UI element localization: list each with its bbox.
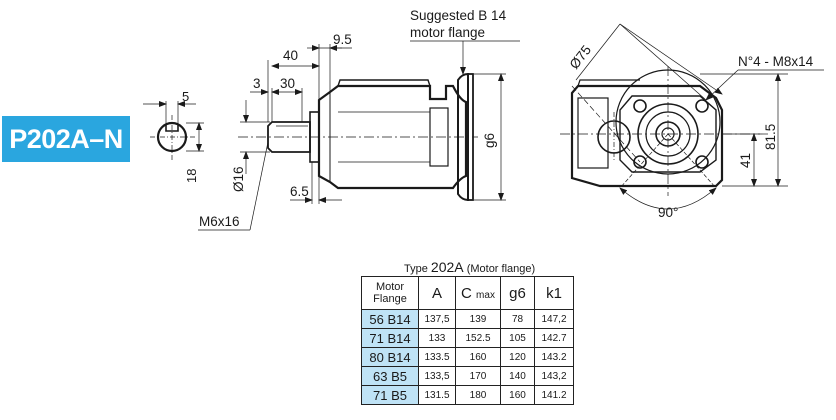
- cell-c: 152.5: [455, 328, 501, 348]
- dim-90-deg: 90°: [658, 205, 678, 220]
- cell-k1: 142.7: [534, 328, 574, 348]
- dim-6-5: 6.5: [290, 184, 309, 199]
- dim-g6: g6: [482, 133, 497, 148]
- side-view-dimensions: [198, 40, 520, 231]
- cell-g6: 78: [500, 309, 535, 329]
- cell-a: 131.5: [418, 385, 456, 405]
- cell-g6: 105: [500, 328, 535, 348]
- caption-suffix: (Motor flange): [466, 263, 536, 275]
- caption-type: 202A: [430, 259, 464, 275]
- dim-9-5: 9.5: [333, 32, 352, 47]
- label-holes: N°4 - M8x14: [738, 54, 814, 69]
- dim-dia-16: Ø16: [231, 166, 246, 192]
- technical-drawing: 5 18: [143, 8, 824, 231]
- table-row: 63 B5 133,5 170 140 143,2: [361, 366, 574, 386]
- cell-c: 170: [455, 366, 501, 386]
- cell-k1: 143,2: [534, 366, 574, 386]
- cell-a: 133: [418, 328, 456, 348]
- dim-5: 5: [182, 89, 189, 104]
- cell-k1: 141.2: [534, 385, 574, 405]
- cell-g6: 160: [500, 385, 535, 405]
- cell-g6: 140: [500, 366, 535, 386]
- dim-81-5: 81.5: [763, 124, 778, 150]
- table-caption: Type 202A (Motor flange): [404, 259, 535, 275]
- dim-30: 30: [280, 76, 295, 91]
- cell-k1: 147,2: [534, 309, 574, 329]
- cell-c: 160: [455, 347, 501, 367]
- header-g6: g6: [500, 276, 535, 310]
- table-row: 71 B5 131.5 180 160 141.2: [361, 385, 574, 405]
- header-k1: k1: [534, 276, 574, 310]
- dim-41: 41: [738, 153, 753, 168]
- front-view-dimensions: [571, 23, 824, 210]
- table-row: 80 B14 133.5 160 120 143.2: [361, 347, 574, 367]
- side-view: [238, 72, 478, 202]
- dim-40: 40: [283, 48, 298, 63]
- table-row: 71 B14 133 152.5 105 142.7: [361, 328, 574, 348]
- cell-a: 137,5: [418, 309, 456, 329]
- label-m6x16: M6x16: [199, 214, 240, 229]
- header-c-sub: max: [476, 289, 495, 301]
- cell-flange: 63 B5: [361, 366, 419, 386]
- cell-c: 180: [455, 385, 501, 405]
- front-view: [560, 66, 770, 196]
- shaft-end-view: [143, 101, 204, 160]
- cell-a: 133.5: [418, 347, 456, 367]
- cell-flange: 71 B5: [361, 385, 419, 405]
- cell-flange: 80 B14: [361, 347, 419, 367]
- cell-c: 139: [455, 309, 501, 329]
- table-row: 56 B14 137,5 139 78 147,2: [361, 309, 574, 329]
- cell-a: 133,5: [418, 366, 456, 386]
- cell-flange: 71 B14: [361, 328, 419, 348]
- header-c-label: C: [461, 284, 472, 302]
- cell-k1: 143.2: [534, 347, 574, 367]
- model-badge: P202A–N: [2, 116, 130, 162]
- label-suggested-line2: motor flange: [410, 25, 485, 40]
- dim-18: 18: [184, 169, 199, 183]
- header-a: A: [418, 276, 456, 310]
- dim-3: 3: [253, 76, 261, 91]
- dim-dia-75: Ø75: [567, 42, 595, 71]
- caption-prefix: Type: [404, 263, 428, 275]
- header-c: C max: [455, 276, 501, 310]
- header-flange-line2: Flange: [373, 293, 407, 305]
- cell-flange: 56 B14: [361, 309, 419, 329]
- label-suggested-line1: Suggested B 14: [410, 8, 507, 23]
- header-flange-line1: Motor: [375, 281, 405, 293]
- cell-g6: 120: [500, 347, 535, 367]
